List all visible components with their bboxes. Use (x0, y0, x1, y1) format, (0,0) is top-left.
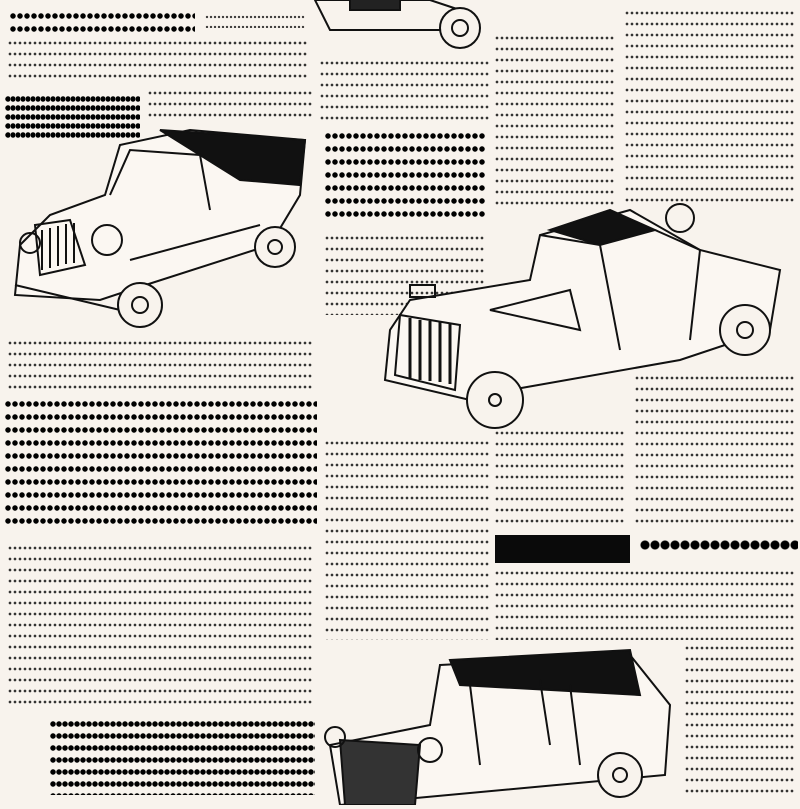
text-column (8, 40, 308, 85)
text-block-heavy (5, 95, 140, 140)
vintage-car-illustration (380, 200, 790, 430)
black-banner (495, 535, 630, 563)
vintage-car-illustration (320, 645, 680, 807)
text-column (685, 645, 795, 795)
text-column (495, 35, 615, 205)
text-column (8, 340, 313, 395)
text-column (495, 570, 795, 640)
dot-banner (640, 535, 798, 559)
headline (10, 12, 195, 32)
text-column (325, 440, 490, 640)
text-column (148, 90, 313, 120)
text-column (8, 545, 313, 705)
text-column (320, 60, 490, 120)
text-column (495, 430, 625, 525)
text-block-heavy (5, 400, 317, 530)
vintage-car-illustration (10, 125, 310, 335)
text-column (625, 10, 795, 205)
text-block-heavy (325, 132, 485, 220)
vintage-car-illustration (310, 0, 500, 55)
subhead (205, 14, 305, 28)
text-block-heavy (50, 720, 315, 795)
text-column (635, 375, 795, 525)
